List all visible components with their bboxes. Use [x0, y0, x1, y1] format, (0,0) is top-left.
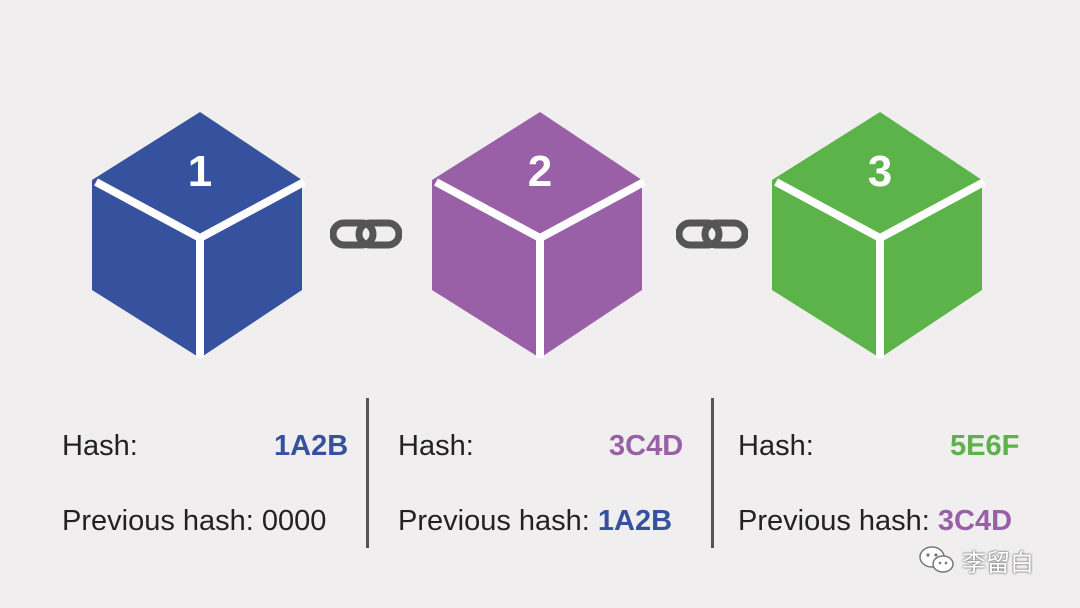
chain-link-icon [676, 214, 748, 254]
column-divider [366, 398, 369, 548]
column-divider [711, 398, 714, 548]
previous-hash-value: 1A2B [597, 505, 673, 537]
previous-hash-label: Previous hash: [738, 505, 930, 537]
cube-1-icon [92, 112, 306, 358]
block-2-previous-hash: Previous hash: 1A2B [398, 504, 672, 538]
block-3-hash-value: 5E6F [950, 430, 1020, 462]
block-3-hash-label: Hash: [738, 430, 814, 462]
block-1-number: 1 [187, 147, 213, 196]
block-2-hash-label: Hash: [398, 430, 474, 462]
block-1-cube: 1 [92, 112, 308, 358]
block-1-hash-value: 1A2B [274, 430, 349, 462]
chain-link-icon [330, 214, 402, 254]
previous-hash-label: Previous hash: [62, 505, 254, 537]
previous-hash-label: Previous hash: [398, 505, 590, 537]
watermark: 李留白 [918, 542, 1034, 578]
wechat-icon [919, 546, 954, 573]
block-3-previous-hash: Previous hash: 3C4D [738, 504, 1012, 538]
block-2-cube: 2 [432, 112, 648, 358]
previous-hash-value: 0000 [261, 505, 327, 537]
block-3-number: 3 [867, 147, 893, 196]
block-1-hash-label: Hash: [62, 430, 138, 462]
cube-2-icon [432, 112, 646, 358]
block-2-hash-value: 3C4D [609, 430, 684, 462]
block-3-cube: 3 [772, 112, 988, 358]
watermark-text: 李留白 [962, 548, 1034, 577]
block-1-previous-hash: Previous hash: 0000 [62, 504, 326, 538]
cube-3-icon [772, 112, 986, 358]
block-2-number: 2 [527, 147, 553, 196]
previous-hash-value: 3C4D [937, 505, 1013, 537]
